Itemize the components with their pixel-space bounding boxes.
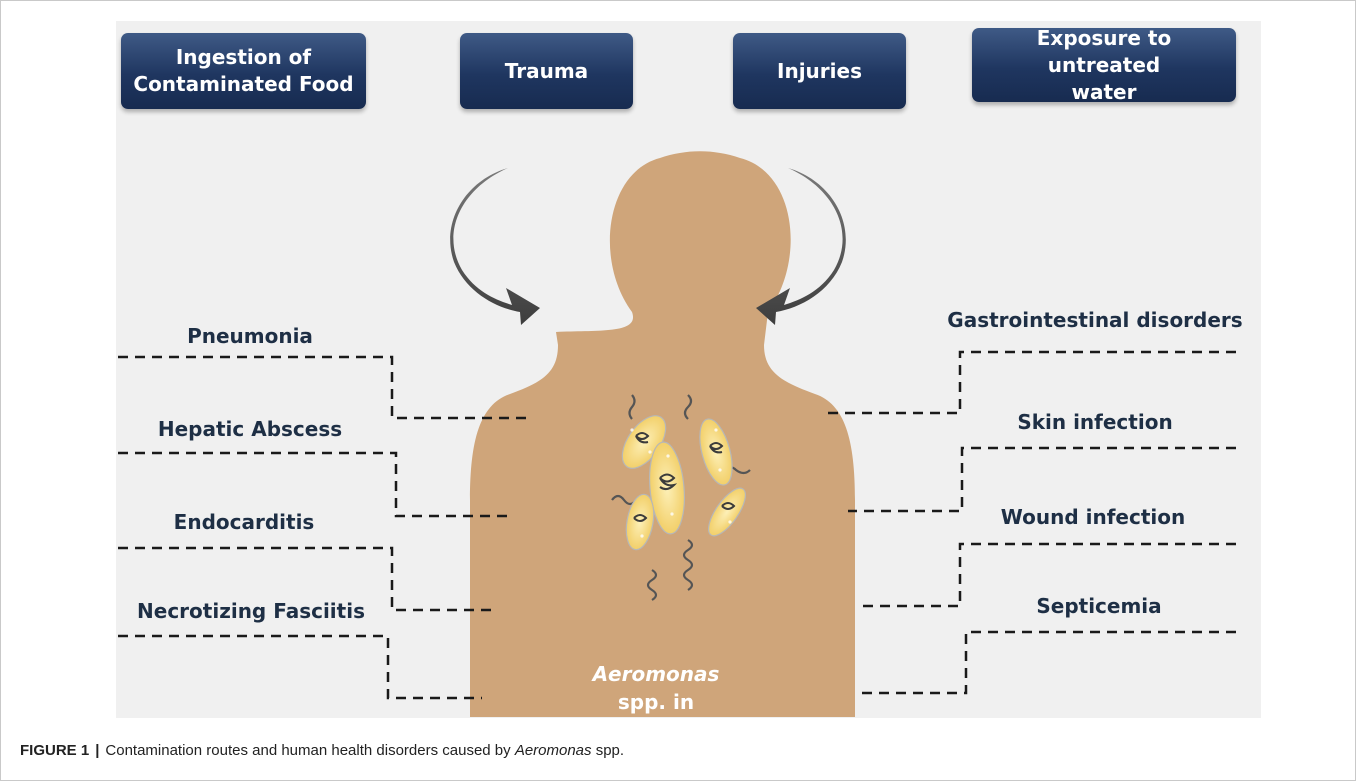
route-box-untreated-water: Exposure to untreated water — [972, 28, 1236, 102]
route-box-trauma: Trauma — [460, 33, 633, 109]
disorder-label-septicemia: Septicemia — [1036, 594, 1161, 618]
route-label-contaminated-food: Ingestion of Contaminated Food — [133, 44, 353, 98]
disorder-label-pneumonia: Pneumonia — [187, 324, 313, 348]
route-label-untreated-water: Exposure to untreated water — [978, 25, 1230, 106]
left-curved-arrow-icon — [450, 168, 540, 325]
disorder-label-hepatic-abscess: Hepatic Abscess — [158, 417, 342, 441]
caption-genus: Aeromonas — [515, 742, 592, 759]
disorder-label-endocarditis: Endocarditis — [174, 510, 315, 534]
route-box-contaminated-food: Ingestion of Contaminated Food — [121, 33, 366, 109]
route-label-trauma: Trauma — [505, 58, 588, 85]
body-caption: Aeromonas spp. in human body — [566, 660, 746, 744]
figure-caption: FIGURE 1 | Contamination routes and human … — [20, 742, 624, 759]
route-label-injuries: Injuries — [777, 58, 862, 85]
disorder-label-wound-infection: Wound infection — [1001, 505, 1185, 529]
body-caption-genus: Aeromonas — [593, 662, 720, 686]
caption-suffix: spp. — [592, 742, 625, 759]
route-box-injuries: Injuries — [733, 33, 906, 109]
disorder-label-gastrointestinal: Gastrointestinal disorders — [947, 308, 1242, 332]
caption-separator: | — [95, 742, 99, 759]
body-caption-line2: human body — [566, 716, 746, 744]
body-caption-line1-rest: spp. in — [618, 690, 694, 714]
caption-text: Contamination routes and human health di… — [105, 742, 510, 759]
figure-number: FIGURE 1 — [20, 742, 89, 759]
disorder-label-skin-infection: Skin infection — [1017, 410, 1172, 434]
disorder-label-necrotizing-fasciitis: Necrotizing Fasciitis — [137, 599, 365, 623]
